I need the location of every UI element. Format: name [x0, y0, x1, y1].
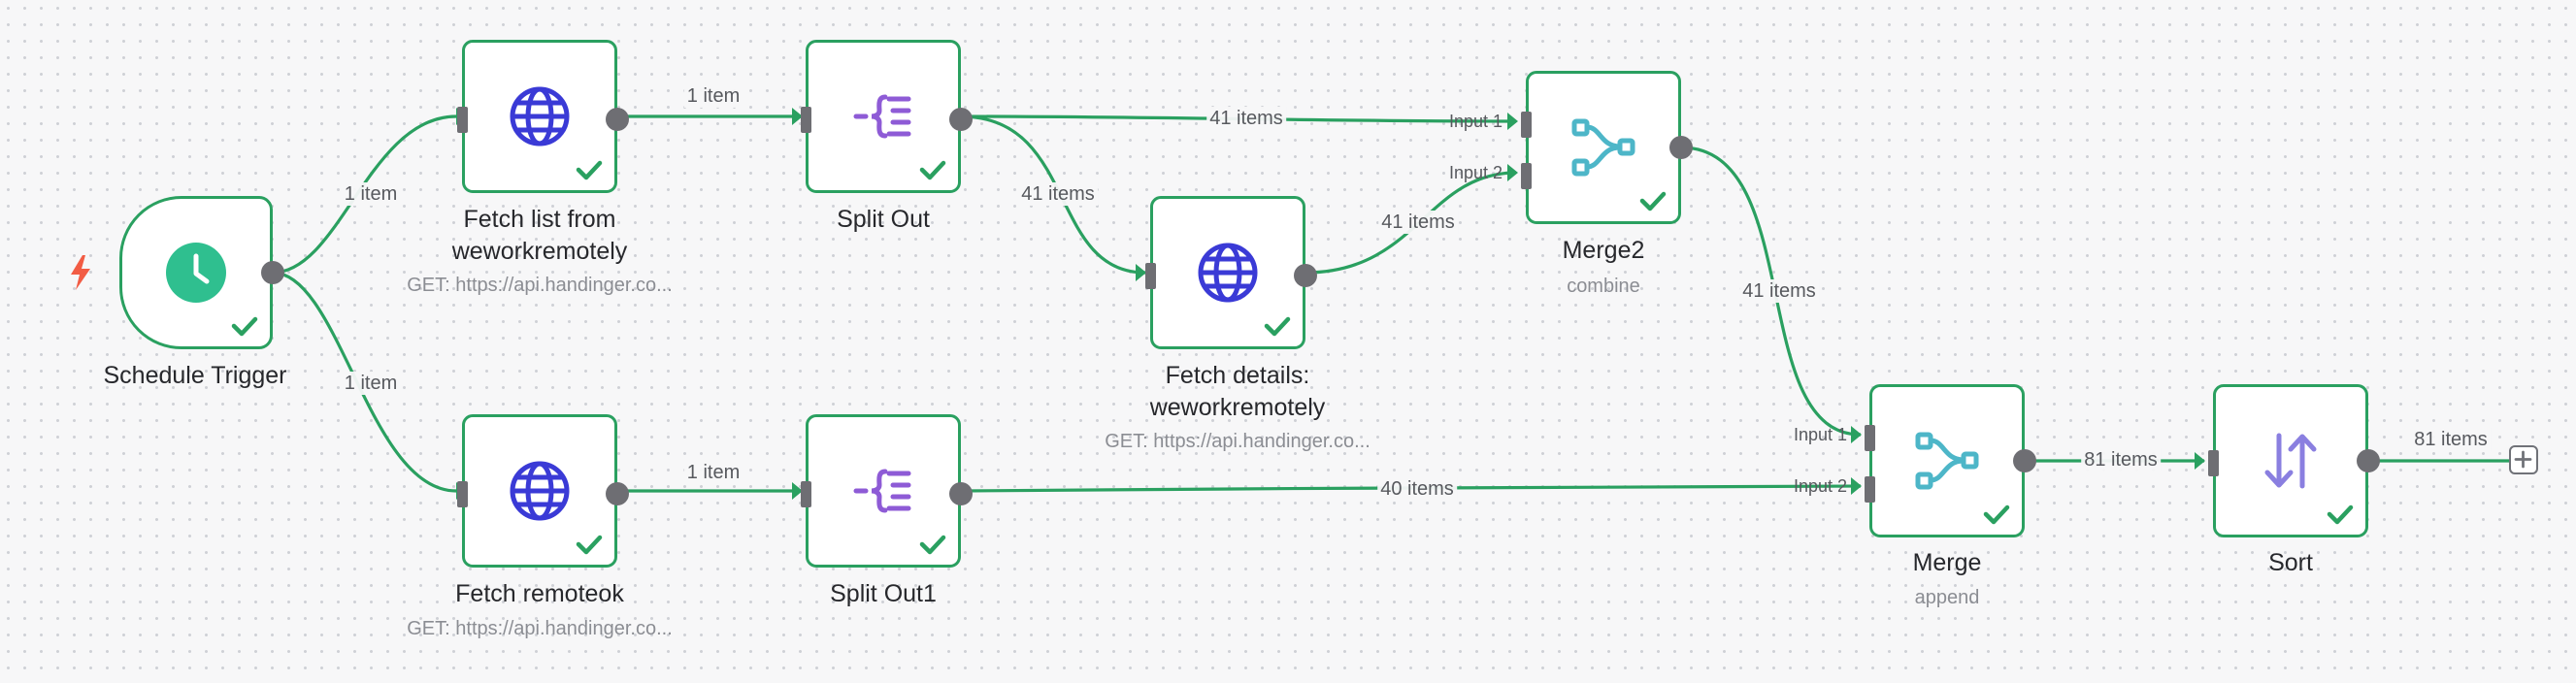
node-split-out1[interactable]: [801, 414, 973, 568]
globe-icon: [1198, 243, 1258, 303]
input-label-2: Input 2: [1448, 163, 1503, 182]
sort-icon: [2264, 433, 2317, 489]
node-sort[interactable]: [2208, 384, 2380, 537]
arrow-head: [1507, 113, 1518, 130]
input-label-1: Input 1: [1793, 425, 1847, 444]
arrow-head: [792, 108, 803, 125]
arrow-head: [1851, 426, 1862, 443]
arrow-head: [1851, 477, 1862, 495]
output-handle[interactable]: [949, 108, 973, 131]
node-label-sort: Sort: [2268, 549, 2313, 576]
success-check-icon: [576, 160, 603, 180]
node-schedule-trigger[interactable]: [119, 196, 284, 349]
input-handle-2[interactable]: [1521, 163, 1532, 189]
arrow-head: [1136, 264, 1146, 281]
globe-icon: [510, 86, 570, 146]
arrow-head: [792, 482, 803, 500]
input-handle[interactable]: [457, 107, 468, 133]
success-check-icon: [576, 535, 603, 555]
edge-label: 41 items: [1739, 279, 1819, 303]
edge-label: 81 items: [2081, 448, 2161, 472]
success-check-icon: [2327, 504, 2354, 525]
merge-icon: [1915, 432, 1979, 490]
node-fetch-list-weworkremotely[interactable]: [457, 40, 629, 193]
output-handle[interactable]: [1294, 264, 1317, 287]
success-check-icon: [1639, 191, 1667, 211]
node-subtitle-fetch-list: GET: https://api.handinger.co...: [407, 275, 673, 296]
edge-label: 40 items: [1377, 477, 1457, 501]
edge-label: 1 item: [341, 182, 401, 206]
success-check-icon: [1983, 504, 2010, 525]
node-label-fetch-remoteok: Fetch remoteok: [455, 580, 624, 607]
node-split-out[interactable]: [801, 40, 973, 193]
success-check-icon: [919, 535, 946, 555]
node-label-schedule-trigger: Schedule Trigger: [103, 362, 287, 389]
label-line: Fetch details:: [1165, 362, 1310, 389]
globe-icon: [510, 461, 570, 521]
edge-label: 41 items: [1206, 107, 1286, 130]
clock-icon: [166, 243, 226, 303]
node-subtitle-merge2: combine: [1567, 276, 1640, 297]
output-handle[interactable]: [606, 108, 629, 131]
input-handle[interactable]: [801, 107, 811, 133]
output-handle[interactable]: [2013, 449, 2036, 472]
edge-label: 81 items: [2411, 428, 2491, 451]
node-label-split-out1: Split Out1: [830, 580, 937, 607]
output-handle[interactable]: [949, 482, 973, 505]
edge-label: 1 item: [341, 372, 401, 395]
node-subtitle-merge: append: [1914, 587, 1980, 608]
arrow-head: [1507, 164, 1518, 181]
input-handle-2[interactable]: [1865, 476, 1875, 503]
input-handle[interactable]: [1145, 263, 1156, 289]
node-subtitle-fetch-details: GET: https://api.handinger.co...: [1105, 431, 1371, 452]
node-merge2[interactable]: [1521, 71, 1693, 224]
edge-label: 41 items: [1378, 211, 1458, 234]
edge-label: 41 items: [1018, 182, 1098, 206]
node-fetch-details-weworkremotely[interactable]: [1145, 196, 1317, 349]
input-label-1: Input 1: [1448, 112, 1503, 131]
node-label-merge2: Merge2: [1562, 237, 1645, 264]
output-handle[interactable]: [2357, 449, 2380, 472]
node-label-fetch-details: Fetch details: weworkremotely: [1073, 360, 1403, 424]
arrow-head: [2195, 452, 2205, 470]
split-out-icon: [853, 469, 911, 513]
label-line: weworkremotely: [1149, 394, 1326, 421]
label-line: Fetch list from: [463, 206, 616, 233]
output-handle[interactable]: [1669, 136, 1693, 159]
node-label-fetch-list: Fetch list from weworkremotely: [375, 204, 705, 268]
input-handle-1[interactable]: [1521, 112, 1532, 138]
plus-icon: [2514, 450, 2532, 469]
add-node-button[interactable]: [2509, 445, 2538, 474]
node-label-split-out: Split Out: [837, 206, 930, 233]
output-handle[interactable]: [261, 261, 284, 284]
edge-label: 1 item: [683, 461, 743, 484]
split-out-icon: [853, 94, 911, 139]
node-label-merge: Merge: [1912, 549, 1982, 576]
edge-label: 1 item: [683, 84, 743, 108]
success-check-icon: [231, 316, 258, 337]
output-handle[interactable]: [606, 482, 629, 505]
node-subtitle-fetch-remoteok: GET: https://api.handinger.co...: [407, 618, 673, 639]
input-label-2: Input 2: [1793, 476, 1847, 496]
success-check-icon: [1264, 316, 1291, 337]
trigger-bolt-icon: [71, 255, 90, 290]
input-handle-1[interactable]: [1865, 425, 1875, 451]
node-merge[interactable]: [1865, 384, 2036, 537]
merge-icon: [1571, 118, 1635, 177]
input-handle[interactable]: [457, 481, 468, 507]
success-check-icon: [919, 160, 946, 180]
input-handle[interactable]: [801, 481, 811, 507]
node-fetch-remoteok[interactable]: [457, 414, 629, 568]
input-handle[interactable]: [2208, 450, 2219, 476]
label-line: weworkremotely: [451, 238, 628, 265]
